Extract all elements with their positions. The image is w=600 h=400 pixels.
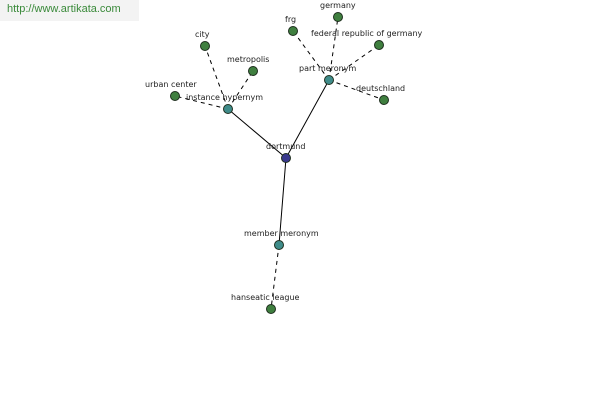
node-label-federal-republic-of-germany: federal republic of germany [311,29,423,38]
labels-layer: dortmund instance hypernym part meronym mem… [145,1,423,302]
node-urban-center[interactable] [170,91,180,101]
node-part-meronym[interactable] [324,75,334,85]
node-deutschland[interactable] [379,95,389,105]
node-germany[interactable] [333,12,343,22]
edge-member-meronym-to-hanseatic-league [270,244,280,310]
edge-part-meronym-to-federal-republic-of-germany [328,44,380,81]
node-federal-republic-of-germany[interactable] [374,40,384,50]
node-label-germany: germany [320,1,356,10]
edge-dortmund-to-member-meronym [278,157,287,246]
edge-dortmund-to-instance-hypernym [227,108,287,159]
node-hanseatic-league[interactable] [266,304,276,314]
node-label-part-meronym: part meronym [299,64,356,73]
node-city[interactable] [200,41,210,51]
node-label-city: city [195,30,210,39]
edge-instance-hypernym-to-urban-center [174,95,229,110]
node-instance-hypernym[interactable] [223,104,233,114]
edges-layer [174,16,385,310]
node-label-frg: frg [285,15,296,24]
edge-instance-hypernym-to-city [204,45,229,110]
edge-part-meronym-to-deutschland [328,79,385,101]
node-label-metropolis: metropolis [227,55,269,64]
edge-part-meronym-to-frg [292,30,330,81]
edge-dortmund-to-part-meronym [285,79,330,159]
source-url-link[interactable]: http://www.artikata.com [0,0,139,21]
node-label-instance-hypernym: instance hypernym [186,93,263,102]
node-member-meronym[interactable] [274,240,284,250]
edge-instance-hypernym-to-metropolis [227,70,254,110]
node-label-dortmund: dortmund [266,142,305,151]
nodes-layer [170,12,389,314]
node-label-hanseatic-league: hanseatic league [231,293,300,302]
edge-part-meronym-to-germany [328,16,339,81]
node-dortmund[interactable] [281,153,291,163]
node-frg[interactable] [288,26,298,36]
node-label-urban-center: urban center [145,80,197,89]
node-label-deutschland: deutschland [356,84,405,93]
node-label-member-meronym: member meronym [244,229,319,238]
node-metropolis[interactable] [248,66,258,76]
